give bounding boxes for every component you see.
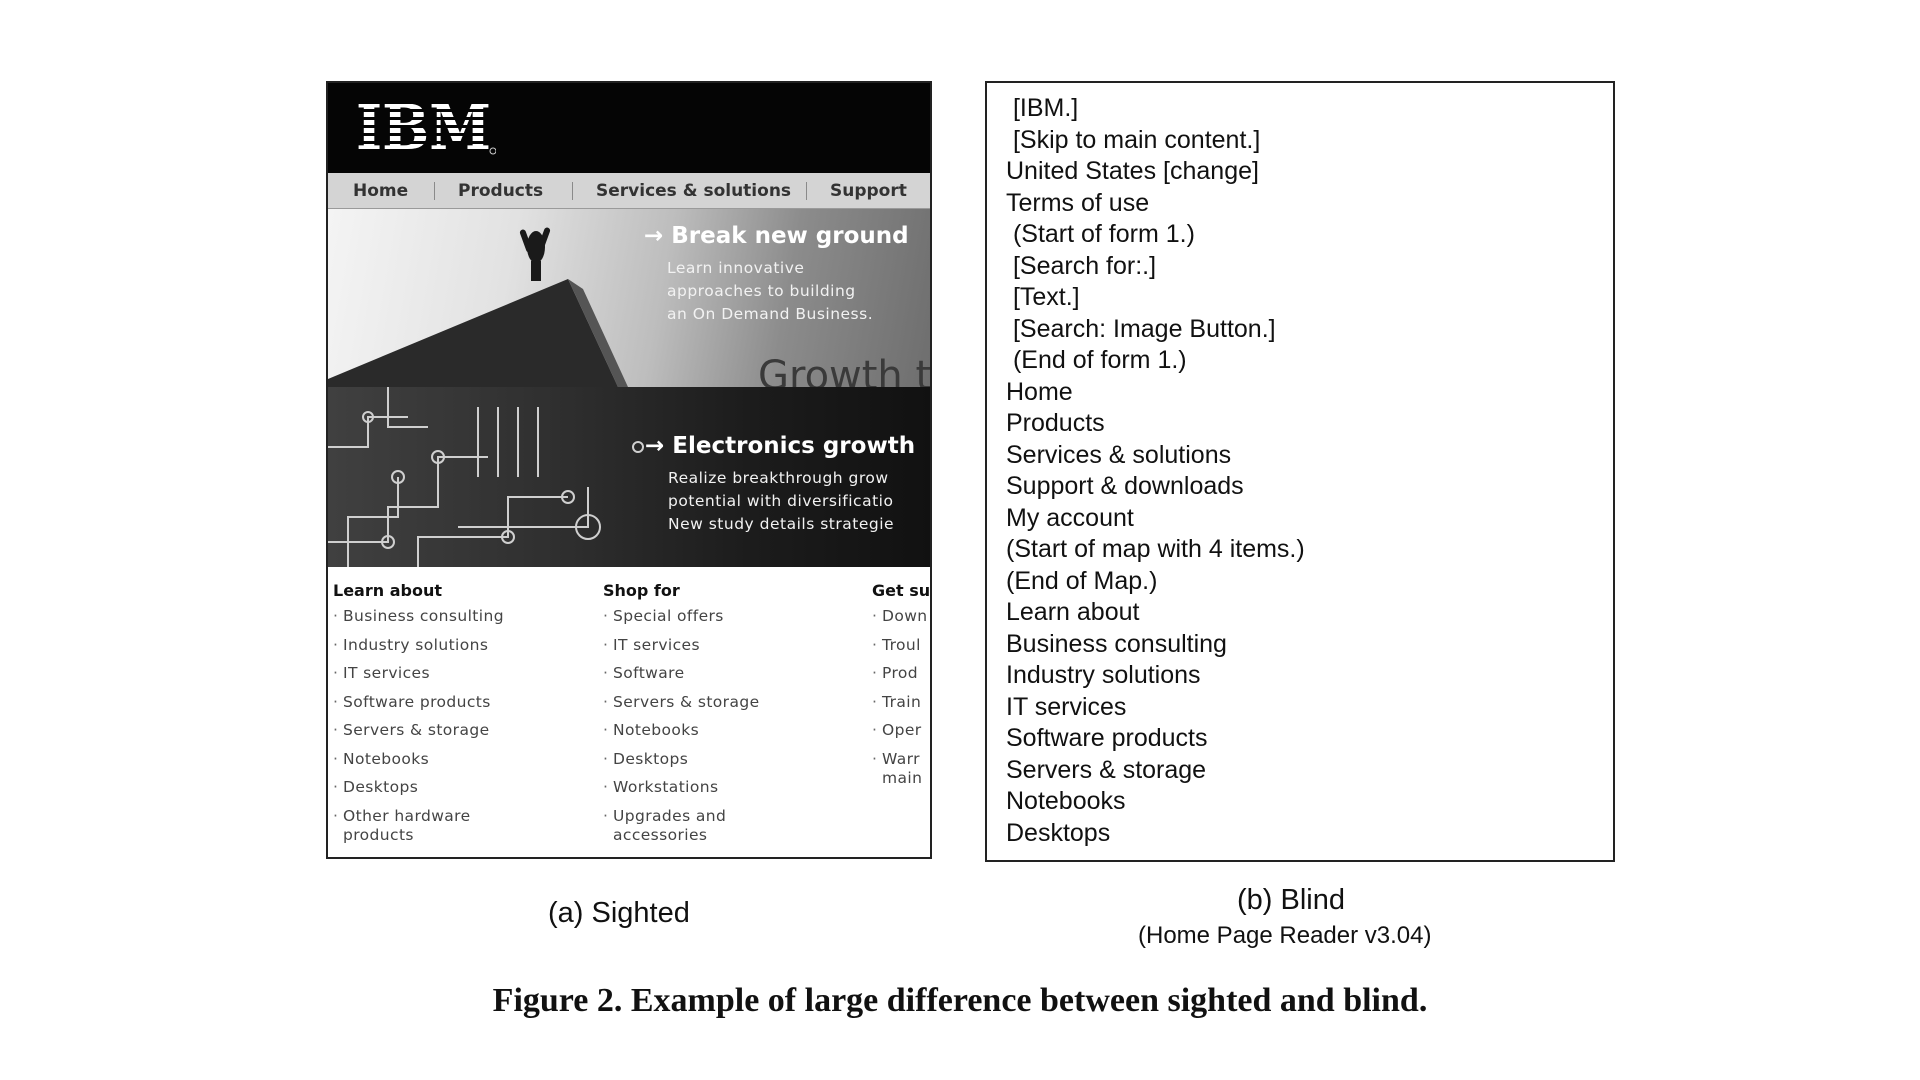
ibm-header-bar: IBM (328, 83, 930, 173)
svg-text:IBM: IBM (356, 96, 491, 156)
reader-line-list: [IBM.] [Skip to main content.] United Sta… (1006, 93, 1305, 849)
list-item[interactable]: Software (603, 664, 760, 683)
feature-1-text: Learn innovative approaches to building … (667, 259, 874, 323)
list-item[interactable]: Industry solutions (333, 636, 504, 655)
column-get-support: Get su Down Troul Prod Train Oper Warr m… (872, 581, 930, 797)
column-heading: Get su (872, 581, 931, 600)
reader-line: [Skip to main content.] (1006, 125, 1261, 154)
list-item[interactable]: IT services (603, 636, 760, 655)
list-item[interactable]: Oper (872, 721, 930, 740)
figure-caption: Figure 2. Example of large difference be… (492, 982, 1428, 1019)
reader-line: Support & downloads (1006, 472, 1244, 500)
reader-line: Home (1006, 377, 1073, 406)
reader-line: [Text.] (1006, 283, 1080, 311)
reader-line: (End of Map.) (1006, 566, 1158, 595)
nav-services-solutions[interactable]: Services & solutions (596, 181, 792, 201)
reader-line: [Search for:.] (1006, 251, 1157, 280)
reader-line: Notebooks (1006, 787, 1126, 815)
list-item[interactable]: Down (872, 607, 930, 626)
reader-line: My account (1006, 503, 1134, 532)
screen-reader-output: [IBM.] [Skip to main content.] United Sta… (985, 81, 1615, 862)
reader-line: Industry solutions (1006, 661, 1201, 689)
reader-line: Business consulting (1006, 629, 1227, 658)
list-item[interactable]: Desktops (333, 778, 504, 797)
reader-line: (Start of form 1.) (1006, 220, 1195, 248)
list-item[interactable]: Prod (872, 664, 930, 683)
nav-divider (572, 182, 573, 200)
caption-sighted: (a) Sighted (548, 897, 690, 929)
list-item[interactable]: Train (872, 693, 930, 712)
nav-divider (434, 182, 435, 200)
feature-1-title[interactable]: → Break new ground (644, 223, 909, 249)
feature-2-title[interactable]: → Electronics growth (645, 433, 916, 459)
list-item[interactable]: Warr main (872, 750, 930, 788)
list-item[interactable]: Desktops (603, 750, 760, 769)
link-list: Down Troul Prod Train Oper Warr main (872, 607, 930, 788)
reader-line: (Start of map with 4 items.) (1006, 535, 1305, 563)
nav-divider (806, 182, 807, 200)
reader-line: Products (1006, 409, 1105, 437)
reader-line: [IBM.] (1006, 94, 1079, 122)
reader-line: Terms of use (1006, 188, 1150, 217)
reader-line: (End of form 1.) (1006, 346, 1187, 374)
feature-2-title-text: Electronics growth (672, 433, 916, 459)
column-heading: Learn about (333, 581, 442, 600)
list-item[interactable]: Special offers (603, 607, 760, 626)
reader-line: Learn about (1006, 598, 1140, 626)
reader-line: United States [change] (1006, 157, 1259, 185)
list-item[interactable]: Business consulting (333, 607, 504, 626)
ibm-logo: IBM (356, 96, 496, 156)
list-item[interactable]: Workstations (603, 778, 760, 797)
link-columns: Learn about Business consulting Industry… (328, 567, 930, 857)
hero-break-new-ground[interactable]: → Break new ground Learn innovative appr… (328, 209, 930, 387)
reader-line: IT services (1006, 692, 1127, 721)
reader-line: Services & solutions (1006, 440, 1232, 469)
caption-blind-subtitle: (Home Page Reader v3.04) (1138, 922, 1432, 949)
list-item[interactable]: Software products (333, 693, 504, 712)
link-list: Special offers IT services Software Serv… (603, 607, 760, 845)
hero-electronics-growth[interactable]: → Electronics growth Realize breakthroug… (328, 387, 930, 567)
list-item[interactable]: IT services (333, 664, 504, 683)
list-item[interactable]: Upgrades and accessories (603, 807, 760, 845)
sighted-screenshot: IBM Home Products Services & solutions S… (326, 81, 932, 859)
circuit-board-image (328, 387, 644, 567)
nav-products[interactable]: Products (458, 181, 544, 201)
list-item[interactable]: Other hardware products (333, 807, 504, 845)
hero-ramp-image (328, 227, 628, 387)
nav-home[interactable]: Home (353, 181, 409, 201)
feature-2-text: Realize breakthrough grow potential with… (668, 469, 895, 533)
column-shop-for: Shop for Special offers IT services Soft… (603, 581, 760, 854)
list-item[interactable]: Notebooks (603, 721, 760, 740)
link-list: Business consulting Industry solutions I… (333, 607, 504, 845)
caption-blind: (b) Blind (1237, 884, 1345, 916)
list-item[interactable]: Servers & storage (603, 693, 760, 712)
nav-support[interactable]: Support (830, 181, 907, 201)
column-heading: Shop for (603, 581, 680, 600)
column-learn-about: Learn about Business consulting Industry… (333, 581, 504, 854)
growth-banner-text: Growth tl (758, 353, 930, 387)
list-item[interactable]: Notebooks (333, 750, 504, 769)
reader-line: Servers & storage (1006, 755, 1207, 784)
reader-line: Desktops (1006, 818, 1111, 847)
reader-line: Software products (1006, 724, 1208, 752)
list-item[interactable]: Servers & storage (333, 721, 504, 740)
feature-1-title-text: Break new ground (671, 223, 909, 249)
list-item[interactable]: Troul (872, 636, 930, 655)
site-nav: Home Products Services & solutions Suppo… (328, 173, 930, 209)
reader-line: [Search: Image Button.] (1006, 314, 1276, 343)
